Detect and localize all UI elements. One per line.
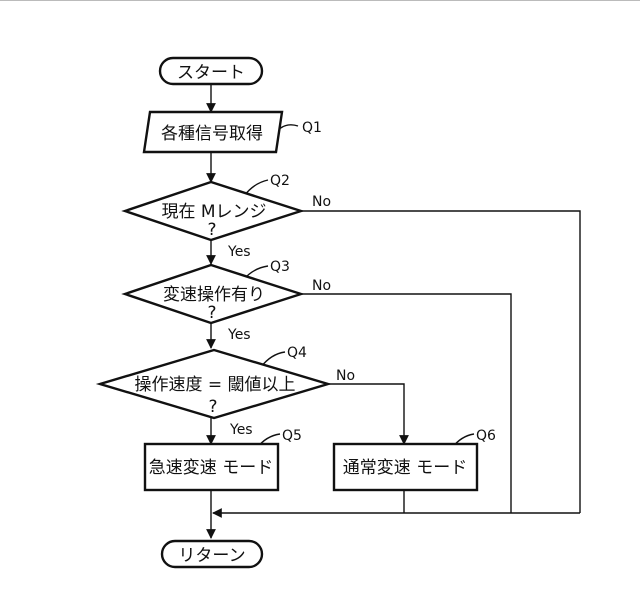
return-terminal: リターン — [160, 539, 264, 569]
q4-question: ? — [208, 397, 217, 417]
q2-yes: Yes — [227, 244, 251, 260]
q2-label: 現在 Mレンジ — [161, 202, 266, 222]
q5-process: 急速変速 モード Q5 — [143, 428, 302, 492]
q3-yes: Yes — [227, 327, 251, 343]
return-label: リターン — [178, 546, 245, 566]
q3-label: 変速操作有り — [163, 285, 265, 305]
q1-label: 各種信号取得 — [161, 124, 263, 144]
q2-question: ? — [207, 220, 216, 240]
q6-process: 通常変速 モード Q6 — [332, 428, 496, 492]
edge-q2-no — [301, 210, 581, 513]
q2-decision: 現在 Mレンジ ? Q2 Yes No — [121, 173, 331, 260]
q1-process: 各種信号取得 Q1 — [142, 110, 322, 154]
q6-label: 通常変速 モード — [343, 458, 467, 478]
q3-tag: Q3 — [270, 259, 290, 275]
q1-tag: Q1 — [302, 120, 322, 136]
q4-yes: Yes — [229, 422, 253, 438]
q4-tag: Q4 — [287, 345, 307, 361]
start-label: スタート — [177, 63, 245, 83]
page-top-rule — [0, 0, 640, 1]
q5-tag: Q5 — [282, 428, 302, 444]
start-terminal: スタート — [158, 56, 264, 86]
q4-decision: 操作速度 = 閾値以上 ? Q4 Yes No — [95, 345, 355, 438]
q5-label: 急速変速 モード — [149, 458, 273, 478]
q2-no: No — [312, 194, 331, 210]
q4-label: 操作速度 = 閾値以上 — [134, 375, 295, 395]
q6-tag: Q6 — [476, 428, 496, 444]
q3-decision: 変速操作有り ? Q3 Yes No — [121, 259, 331, 343]
q3-no: No — [312, 278, 331, 294]
q4-no: No — [336, 368, 355, 384]
edge-q3-no — [301, 293, 512, 513]
q3-question: ? — [207, 303, 216, 323]
q2-tag: Q2 — [270, 173, 290, 189]
edge-q4-no — [328, 383, 409, 445]
